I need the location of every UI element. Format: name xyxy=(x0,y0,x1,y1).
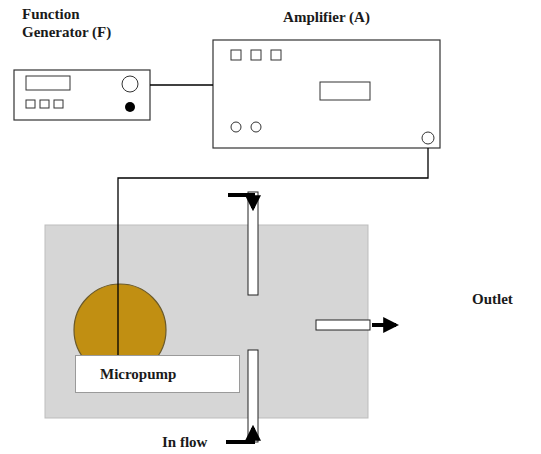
node-text: Function Generator (F) xyxy=(22,5,132,41)
amplifier-knob xyxy=(251,122,261,132)
amplifier: Amplifier (A) xyxy=(213,8,440,148)
amplifier-knob xyxy=(231,122,241,132)
generator-output xyxy=(125,102,135,112)
flow-arrow xyxy=(228,195,253,208)
amplifier-display xyxy=(320,82,370,100)
generator-knob xyxy=(122,76,138,92)
signal-wire xyxy=(118,148,428,355)
generator-button xyxy=(54,100,63,108)
amplifier-body xyxy=(213,40,440,148)
outlet-tube xyxy=(316,320,370,330)
amplifier-button xyxy=(231,50,241,60)
inflow-label: In flow xyxy=(160,433,209,451)
generator-display xyxy=(26,76,70,90)
node-text: Amplifier (A) xyxy=(213,8,440,26)
flow-arrow xyxy=(372,323,396,327)
generator-body xyxy=(14,70,150,120)
generator-button xyxy=(40,100,49,108)
generator-button xyxy=(26,100,35,108)
amplifier-output xyxy=(422,132,434,144)
function-generator: Function Generator (F) xyxy=(14,5,150,120)
outlet-label: Outlet xyxy=(470,290,515,308)
amplifier-button xyxy=(251,50,261,60)
amplifier-button xyxy=(271,50,281,60)
flow-arrow xyxy=(226,428,253,442)
micropump-label: Micropump xyxy=(75,355,240,393)
signal-wire xyxy=(150,84,213,85)
node-text: Micropump xyxy=(100,365,176,383)
